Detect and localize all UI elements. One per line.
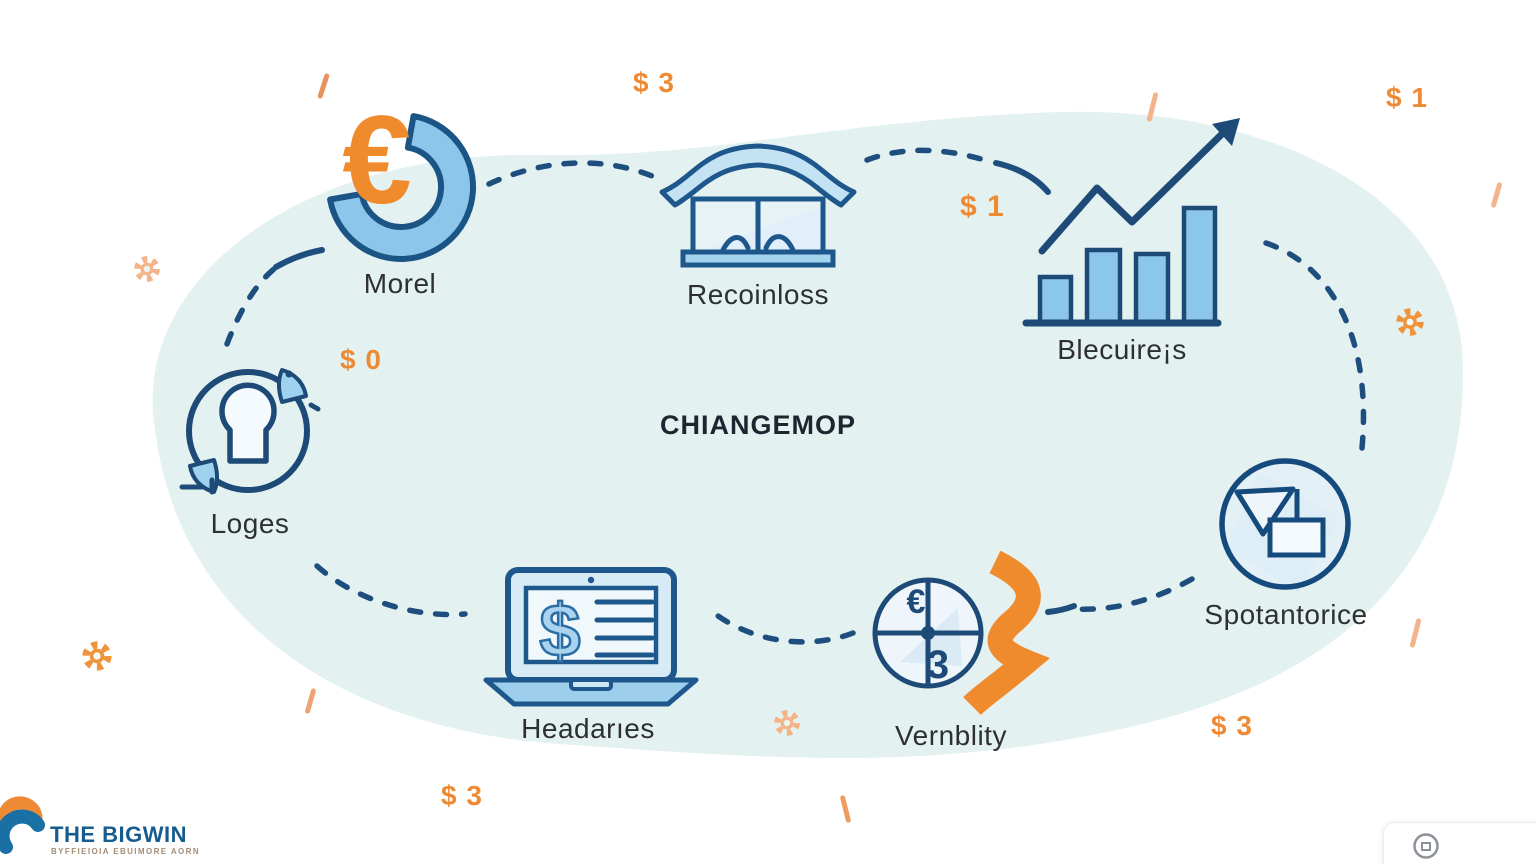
laptop-finance-icon: $ (483, 567, 699, 707)
gear-icon (774, 710, 800, 736)
bar-chart-icon (1022, 118, 1240, 327)
connector-arcs (224, 147, 1367, 645)
label-morel: Morel (363, 268, 437, 299)
euro-chart-icon: € (327, 91, 476, 262)
price-badge: $ 0 (340, 344, 382, 375)
gear-icon (134, 256, 160, 282)
price-badge: $ 1 (1386, 82, 1428, 113)
price-badge: $ 3 (1211, 710, 1253, 741)
diagram-title: CHIANGEMOP (659, 410, 857, 440)
label-vernblity: Vernblity (895, 720, 1007, 751)
euro-quadrant-symbol: € (907, 583, 926, 621)
shapes-circle-icon (1219, 458, 1351, 592)
dollar-symbol: $ (539, 589, 580, 672)
circular-badge-icon (1413, 833, 1439, 859)
brace-shape (963, 550, 1050, 716)
house-icon (659, 143, 857, 268)
label-headaries: Headarıes (521, 713, 655, 744)
price-badge: $ 3 (633, 67, 675, 98)
corner-watermark-button[interactable] (1383, 822, 1536, 864)
price-badge: $ 3 (441, 780, 483, 811)
connector-solid-caps (273, 160, 1077, 615)
gear-icon (1396, 308, 1424, 336)
three-quadrant-symbol: 3 (927, 643, 949, 687)
idea-refresh-icon (179, 368, 321, 495)
label-spotantorice: Spotantorice (1204, 599, 1368, 630)
currency-compass-icon: € 3 (872, 550, 1050, 716)
label-loges: Loges (210, 508, 290, 539)
label-blecuires: Blecuire¡s (1057, 334, 1187, 365)
euro-symbol: € (342, 91, 412, 230)
gear-icon (82, 641, 112, 671)
logo-wordmark: THE BIGWIN (50, 822, 187, 847)
logo-tagline: BYFFIEIOIA EBUIMORE AORN (51, 847, 201, 856)
label-recoinloss: Recoinloss (687, 279, 829, 310)
price-badge: $ 1 (960, 190, 1005, 223)
